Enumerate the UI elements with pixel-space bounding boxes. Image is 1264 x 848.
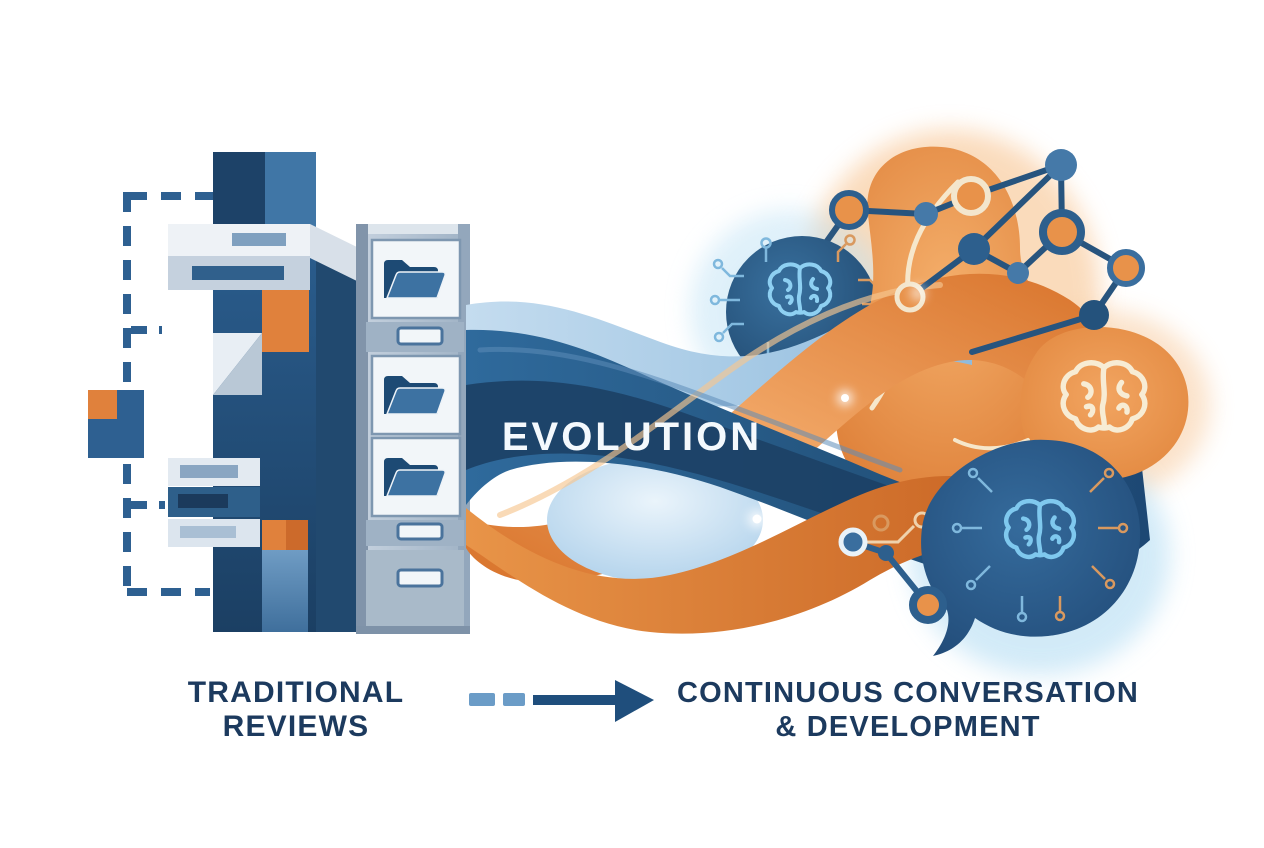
arrow-shaft bbox=[533, 695, 619, 705]
bubble-traces-right bbox=[1054, 467, 1129, 622]
network-node bbox=[958, 233, 990, 265]
drawer-handle bbox=[396, 326, 444, 346]
lower-node-cluster bbox=[838, 514, 947, 624]
network-node bbox=[1045, 149, 1077, 181]
wave-highlight-blue bbox=[477, 346, 903, 473]
transition-arrow bbox=[469, 680, 654, 722]
network-node bbox=[1007, 262, 1029, 284]
network-node bbox=[1039, 209, 1085, 255]
network-node bbox=[914, 202, 938, 226]
dashed-flow-tree bbox=[123, 192, 213, 596]
cabinet-handle-band-2 bbox=[366, 520, 464, 546]
drawer-handle bbox=[396, 568, 444, 588]
continuous-line1: CONTINUOUS CONVERSATION bbox=[677, 677, 1139, 709]
traditional-reviews-label: TRADITIONAL REVIEWS bbox=[188, 676, 405, 743]
filing-cabinet bbox=[356, 224, 470, 634]
continuous-line2: & DEVELOPMENT bbox=[775, 711, 1040, 743]
network-node bbox=[878, 545, 894, 561]
network-node bbox=[1079, 300, 1109, 330]
pale-pocket bbox=[547, 458, 763, 582]
flow-node-square bbox=[88, 390, 144, 458]
network-node bbox=[909, 586, 947, 624]
traditional-line2: REVIEWS bbox=[223, 710, 370, 743]
neural-network-graph bbox=[829, 149, 1145, 355]
cabinet-drawer-2 bbox=[370, 354, 462, 436]
arrow-head bbox=[615, 680, 654, 722]
arrow-dash-1 bbox=[469, 693, 495, 706]
network-node bbox=[1107, 249, 1145, 287]
mosaic-strip bbox=[316, 252, 356, 632]
speech-bubble-brain bbox=[921, 439, 1141, 656]
network-node bbox=[829, 190, 869, 230]
mosaic-orange-block bbox=[262, 290, 309, 352]
network-node bbox=[951, 176, 991, 216]
cabinet-handle-band-1 bbox=[366, 322, 464, 352]
block-mosaic bbox=[168, 152, 363, 632]
network-node bbox=[838, 527, 868, 557]
mosaic-light-column bbox=[262, 550, 308, 632]
cabinet-drawer-3 bbox=[370, 436, 462, 518]
cabinet-drawer-1 bbox=[370, 238, 462, 320]
drawer-handle bbox=[396, 522, 444, 541]
trace-ring bbox=[872, 514, 890, 532]
glow-dots bbox=[748, 285, 926, 528]
traditional-line1: TRADITIONAL bbox=[188, 676, 405, 709]
wave-highlight-orange bbox=[497, 282, 943, 518]
continuous-conversation-label: CONTINUOUS CONVERSATION & DEVELOPMENT bbox=[677, 677, 1139, 743]
cabinet-bottom-drawer bbox=[366, 550, 464, 626]
mosaic-orange-small-shade bbox=[286, 520, 308, 550]
evolution-label: EVOLUTION bbox=[502, 415, 762, 459]
bubble-traces-left bbox=[951, 467, 1028, 623]
document-box-row-2 bbox=[168, 256, 310, 290]
arrow-dash-2 bbox=[503, 693, 525, 706]
mosaic-fold bbox=[213, 333, 262, 395]
document-box-row-1 bbox=[168, 224, 363, 284]
list-bars bbox=[168, 458, 260, 547]
